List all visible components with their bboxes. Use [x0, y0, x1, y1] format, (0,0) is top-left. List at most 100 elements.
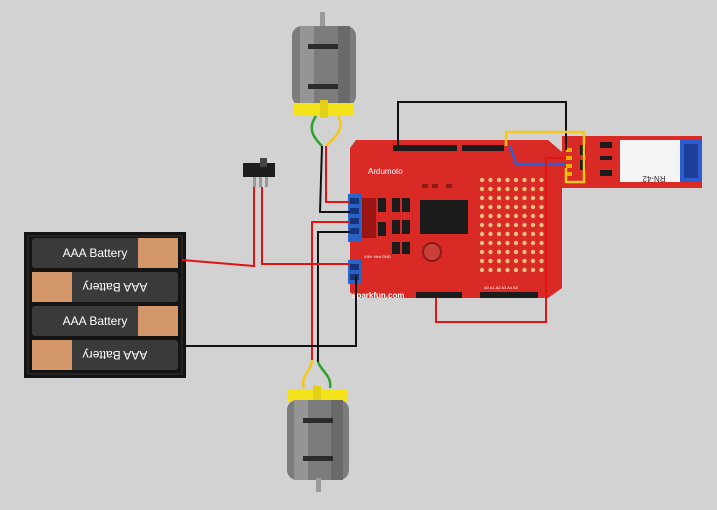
proto-hole — [513, 213, 519, 219]
proto-hole — [479, 240, 485, 246]
proto-hole — [513, 222, 519, 228]
proto-hole — [539, 258, 544, 264]
proto-hole — [539, 267, 544, 273]
proto-hole — [539, 222, 544, 228]
proto-hole — [522, 249, 527, 255]
bluetooth-module[interactable] — [562, 136, 702, 188]
proto-hole — [505, 222, 510, 228]
proto-hole — [479, 177, 485, 183]
proto-hole — [522, 240, 527, 246]
proto-hole — [479, 267, 485, 273]
proto-hole — [479, 222, 485, 228]
battery-cell: AAA Battery — [32, 306, 178, 336]
proto-hole — [488, 240, 493, 246]
proto-hole — [530, 258, 536, 264]
proto-hole — [488, 258, 493, 264]
proto-hole — [513, 258, 519, 264]
proto-hole — [513, 195, 519, 201]
wire-shield-bt-red[interactable] — [435, 157, 566, 323]
proto-hole — [479, 249, 485, 255]
proto-hole — [488, 186, 493, 192]
wire-shield-bt-black[interactable] — [397, 101, 567, 150]
proto-hole — [496, 213, 502, 219]
proto-hole — [530, 267, 536, 273]
bluetooth-label: RN-42 — [642, 174, 666, 183]
proto-hole — [505, 213, 510, 219]
proto-hole — [496, 267, 502, 273]
slide-switch-icon[interactable] — [243, 158, 275, 187]
proto-hole — [513, 249, 519, 255]
proto-hole — [530, 195, 536, 201]
proto-hole — [513, 186, 519, 192]
proto-hole — [539, 186, 544, 192]
proto-hole — [505, 186, 510, 192]
proto-hole — [479, 204, 485, 210]
proto-hole — [505, 240, 510, 246]
proto-hole — [505, 249, 510, 255]
proto-hole — [530, 186, 536, 192]
battery-label: AAA Battery — [63, 314, 128, 328]
proto-hole — [530, 240, 536, 246]
ardumoto-shield[interactable] — [348, 140, 562, 298]
proto-hole — [488, 213, 493, 219]
proto-hole — [530, 231, 536, 237]
proto-hole — [505, 231, 510, 237]
battery-cell: AAA Battery — [32, 272, 178, 302]
proto-hole — [530, 204, 536, 210]
shield-brand: sparkfun.com — [352, 291, 404, 300]
bottom-motor[interactable] — [287, 386, 349, 492]
proto-hole — [488, 195, 493, 201]
proto-hole — [496, 258, 502, 264]
proto-hole — [522, 213, 527, 219]
proto-hole — [479, 258, 485, 264]
proto-hole — [522, 222, 527, 228]
wire-bottom-motor-black[interactable] — [317, 231, 350, 362]
battery-cell: AAA Battery — [32, 340, 178, 370]
wire-top-motor-green[interactable] — [310, 115, 323, 147]
wire-top-motor-black[interactable] — [318, 145, 350, 213]
wire-switch-red[interactable] — [261, 187, 350, 265]
proto-hole — [539, 240, 544, 246]
proto-hole — [496, 249, 502, 255]
proto-hole — [488, 204, 493, 210]
proto-hole — [488, 231, 493, 237]
proto-hole — [522, 186, 527, 192]
proto-hole — [513, 204, 519, 210]
wire-battery-red[interactable] — [181, 187, 255, 268]
proto-hole — [522, 195, 527, 201]
wire-top-motor-yellow[interactable] — [325, 115, 342, 147]
proto-hole — [530, 222, 536, 228]
proto-hole — [505, 258, 510, 264]
proto-hole — [513, 240, 519, 246]
wire-bottom-motor-green[interactable] — [316, 361, 332, 389]
proto-hole — [496, 195, 502, 201]
shield-title: Ardumoto — [368, 167, 403, 176]
proto-hole — [505, 195, 510, 201]
proto-hole — [522, 204, 527, 210]
wire-bottom-motor-yellow[interactable] — [301, 359, 314, 389]
proto-hole — [496, 177, 502, 183]
wire-top-motor-red[interactable] — [325, 146, 350, 203]
shield-bottom-headers: A0 A1 A2 A3 A4 A5 — [484, 285, 519, 290]
wire-shield-bt-blue[interactable] — [508, 145, 566, 166]
proto-hole — [513, 267, 519, 273]
proto-hole — [479, 231, 485, 237]
proto-hole — [539, 177, 544, 183]
battery-label: AAA Battery — [83, 280, 148, 294]
proto-hole — [539, 204, 544, 210]
top-motor[interactable] — [292, 12, 356, 118]
proto-hole — [539, 249, 544, 255]
proto-hole — [505, 267, 510, 273]
wire-battery-black[interactable] — [182, 276, 357, 347]
wire-shield-bt-yellow[interactable] — [504, 130, 586, 184]
proto-hole — [496, 231, 502, 237]
shield-power-label: VIN+ Mot GND — [364, 254, 391, 259]
battery-label: AAA Battery — [63, 246, 128, 260]
battery-label: AAA Battery — [83, 348, 148, 362]
proto-hole — [488, 222, 493, 228]
proto-hole — [522, 258, 527, 264]
wire-bottom-motor-red[interactable] — [311, 221, 350, 360]
proto-hole — [479, 195, 485, 201]
proto-hole — [496, 204, 502, 210]
